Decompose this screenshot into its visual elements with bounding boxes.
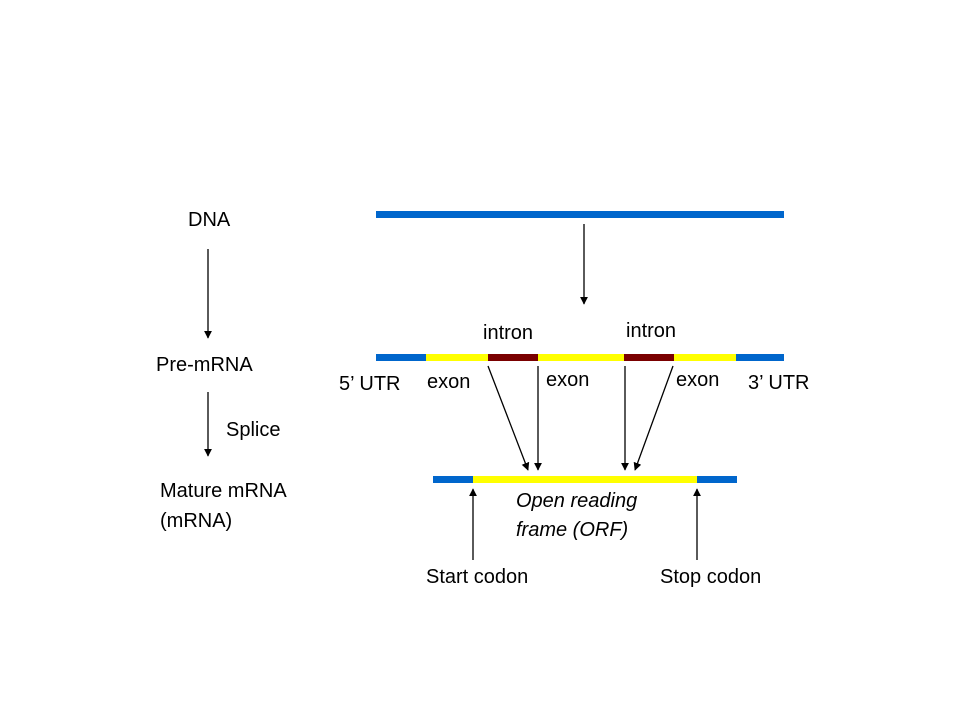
utr5-label: 5’ UTR [339,373,401,395]
pre-mrna-utr3-segment [736,354,784,361]
splice-junction-arrow-4 [633,365,674,471]
orf-label-line2: frame (ORF) [516,519,629,541]
dna-strand [376,211,784,218]
mature-mrna-abbrev-label: (mRNA) [160,510,233,532]
dna-label: DNA [188,209,231,231]
mature-mrna-label: Mature mRNA [160,480,287,502]
pre-mrna-intron2-segment [624,354,674,361]
pre-mrna-exon3-segment [674,354,736,361]
mature-utr3-segment [697,476,737,483]
mature-mrna-strand [433,476,737,483]
orf-label-line1: Open reading [516,490,638,512]
intron-label-1: intron [483,322,534,344]
splice-label: Splice [226,419,281,441]
start-codon-label: Start codon [426,566,529,588]
mature-orf-segment [473,476,697,483]
exon-label-1: exon [427,371,471,393]
pre-mrna-exon1-segment [426,354,488,361]
pre-mrna-intron1-segment [488,354,538,361]
pre-mrna-exon2-segment [538,354,624,361]
splice-junction-arrow-1 [487,365,530,471]
pre-mrna-utr5-segment [376,354,426,361]
pre-mrna-label: Pre-mRNA [156,354,253,376]
intron-label-2: intron [626,320,677,342]
mature-utr5-segment [433,476,473,483]
exon-label-3: exon [676,369,720,391]
pre-mrna-strand [376,354,784,361]
utr3-label: 3’ UTR [748,372,810,394]
exon-label-2: exon [546,369,590,391]
stop-codon-label: Stop codon [660,566,762,588]
